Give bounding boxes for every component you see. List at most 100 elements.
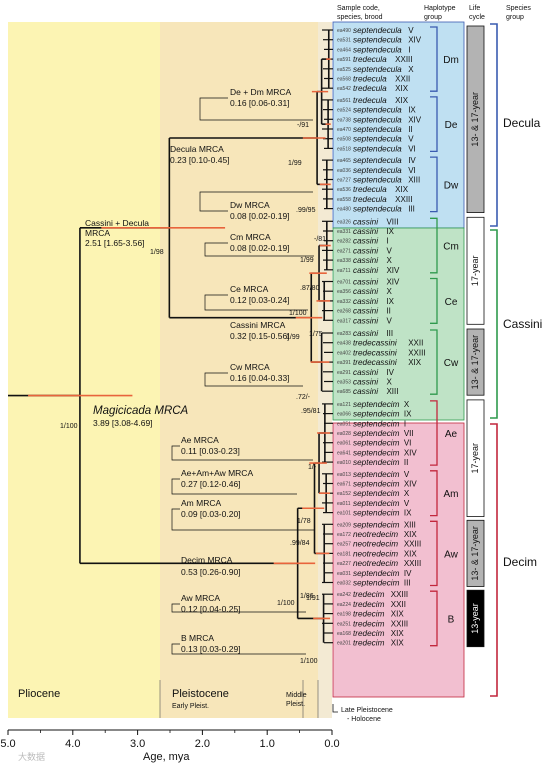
tip-code: ea036 — [337, 168, 351, 174]
support-extra-2: .87/80 — [300, 285, 320, 292]
epoch-late-2: - Holocene — [347, 716, 381, 723]
tip-brood: IV — [408, 156, 416, 165]
decula-box — [332, 21, 465, 229]
tip-brood: X — [386, 287, 392, 296]
tip-code: ea518 — [337, 146, 351, 152]
mrca-cassini-decula-name2: MRCA — [85, 228, 110, 238]
support-cm: -/81 — [314, 236, 326, 243]
tip-species: septendecula — [353, 26, 402, 35]
tip-brood: IX — [408, 106, 416, 115]
tip-brood: V — [404, 499, 410, 508]
mrca-cw-value: 0.16 [0.04-0.33] — [230, 373, 290, 383]
tip-code: ea032 — [337, 581, 351, 587]
tip-species: tredecula — [353, 195, 387, 204]
tip-brood: XIX — [404, 530, 418, 539]
tip-brood: I — [386, 237, 388, 246]
tip-species: septendecim — [353, 410, 400, 419]
tip-brood: XIV — [404, 480, 418, 489]
life-cycle-label: 13-year — [470, 603, 480, 634]
tip-code: ea438 — [337, 341, 351, 347]
life-cycle-label: 13- & 17-year — [470, 335, 480, 390]
tip-species: cassini — [353, 307, 378, 316]
tip-species: neotredecim — [353, 530, 398, 539]
tip-species: tredecula — [353, 185, 387, 194]
tip-code: ea201 — [337, 641, 351, 647]
tip-brood: XIV — [404, 448, 418, 457]
tip-species: septendecim — [353, 419, 400, 428]
tip-species: septendecim — [353, 499, 400, 508]
axis-tick: 5.0 — [0, 738, 15, 750]
haplotype-bracket — [430, 470, 438, 517]
mrca-decim-value: 0.53 [0.26-0.90] — [181, 567, 241, 577]
tip-species: neotredecim — [353, 549, 398, 558]
tip-brood: IX — [404, 410, 412, 419]
tip-species: neotredecim — [353, 540, 398, 549]
tip-code: ea525 — [337, 67, 351, 73]
haplotype-label: Ce — [445, 297, 458, 308]
tip-brood: XIX — [395, 96, 409, 105]
tip-brood: VI — [408, 166, 416, 175]
haplotype-label: Am — [444, 489, 459, 500]
species-cassini: Cassini — [503, 317, 542, 331]
tip-species: cassini — [353, 316, 378, 325]
tip-species: tredecim — [353, 590, 385, 599]
tip-code: ea181 — [337, 551, 351, 557]
tip-brood: X — [408, 65, 414, 74]
mrca-aw-value: 0.12 [0.04-0.25] — [181, 604, 241, 614]
support-extra-1: 1/99 — [300, 257, 314, 264]
mrca-annotations: Magicicada MRCA 3.89 [3.08-4.69] 1/100 C… — [60, 87, 326, 665]
tip-brood: XIX — [391, 629, 405, 638]
mrca-b-value: 0.13 [0.03-0.29] — [181, 644, 241, 654]
mrca-cm-name: Cm MRCA — [230, 232, 271, 242]
mrca-cm-value: 0.08 [0.02-0.19] — [230, 243, 290, 253]
tip-code: ea524 — [337, 108, 351, 114]
tip-code: ea317 — [337, 318, 351, 324]
life-cycle-label: 13- & 17-year — [470, 526, 480, 581]
tip-species: cassini — [353, 368, 378, 377]
tip-code: ea326 — [337, 219, 351, 225]
tip-brood: III — [386, 329, 393, 338]
haplotype-bracket — [430, 26, 438, 92]
tip-species: septendecim — [353, 448, 400, 457]
species-header-1: Species — [506, 5, 531, 12]
tip-species: septendecim — [353, 470, 400, 479]
support-dw: .99/95 — [296, 207, 316, 214]
epoch-early: Early Pleist. — [172, 703, 209, 710]
tip-code: ea338 — [337, 258, 351, 264]
tip-code: ea738 — [337, 117, 351, 123]
support-extra-4: .95/81 — [301, 408, 321, 415]
tip-species: septendecim — [353, 458, 400, 467]
tip-code: ea209 — [337, 522, 351, 528]
column-headers: Sample code, species, brood Haplotype gr… — [337, 5, 531, 21]
tip-code: ea257 — [337, 542, 351, 548]
support-decim: 1/100 — [277, 600, 295, 607]
tip-species: septendecula — [353, 205, 402, 214]
support-cassini-decula: 1/98 — [150, 249, 164, 256]
tip-code: ea268 — [337, 309, 351, 315]
tip-brood: XXII — [408, 339, 423, 348]
tip-species: septendecim — [353, 520, 400, 529]
tip-brood: XXIII — [395, 55, 412, 64]
mrca-aw-name: Aw MRCA — [181, 593, 220, 603]
tip-code: ea227 — [337, 561, 351, 567]
tip-code: ea685 — [337, 389, 351, 395]
support-aw: 1/86 — [300, 593, 314, 600]
mrca-ae-name: Ae MRCA — [181, 435, 219, 445]
tip-code: ea198 — [337, 612, 351, 618]
